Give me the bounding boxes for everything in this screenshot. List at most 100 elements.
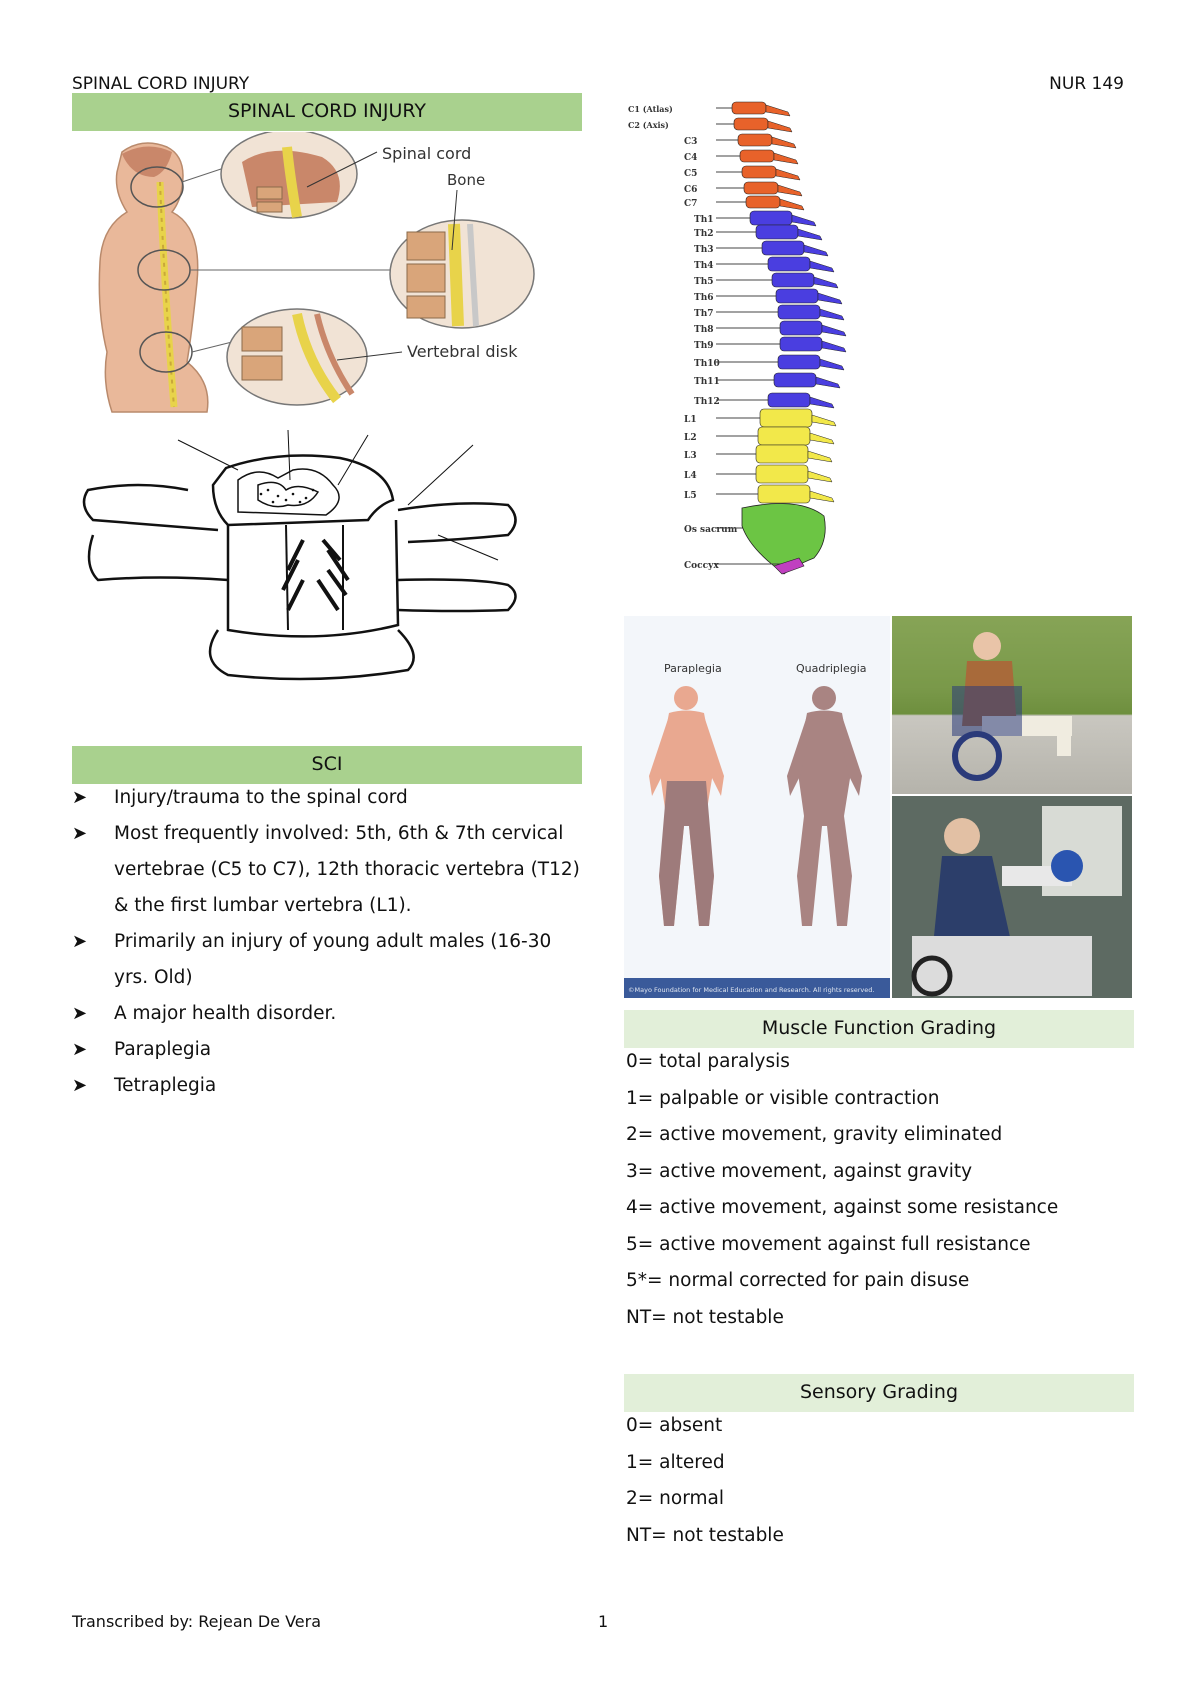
vertebra-body — [761, 240, 805, 256]
spine-label: Th6 — [694, 293, 714, 303]
spine-label: C4 — [684, 153, 697, 163]
label-paraplegia: Paraplegia — [664, 662, 722, 675]
sensory-grading-band: Sensory Grading — [624, 1374, 1134, 1412]
vertebra-process — [809, 490, 835, 503]
coccyx — [773, 557, 805, 575]
spine-label: Th3 — [694, 245, 714, 255]
rehabilitation-photo — [892, 796, 1132, 998]
vertebra-body — [739, 149, 775, 163]
vertebra-body — [759, 408, 813, 428]
vertebra-process — [809, 432, 835, 445]
vertebra-process — [797, 228, 823, 241]
vertebral-column-diagram: C1 (Atlas)C2 (Axis)C3C4C5C6C7Th1Th2Th3Th… — [628, 101, 847, 575]
vertebra-body — [767, 392, 811, 408]
vertebra-body — [757, 426, 811, 446]
arrow-bullet-icon: ➤ — [72, 823, 88, 844]
vertebra-body — [767, 256, 811, 272]
vertebra-body — [741, 165, 777, 179]
vertebra-process — [815, 376, 841, 389]
list-item: 0= absent — [626, 1415, 723, 1436]
arrow-bullet-icon: ➤ — [72, 931, 88, 952]
list-item: ➤A major health disorder. — [72, 996, 582, 1032]
list-item: 1= palpable or visible contraction — [626, 1087, 940, 1109]
label-vertebral-disk: Vertebral disk — [407, 342, 518, 361]
vertebra-process — [821, 340, 847, 353]
arrow-bullet-icon: ➤ — [72, 1075, 88, 1096]
label-spinal-cord: Spinal cord — [382, 144, 471, 163]
wheelchair-photo — [892, 616, 1132, 794]
spine-label: Th7 — [694, 309, 714, 319]
sacrum — [741, 503, 826, 575]
paralysis-figure-panel: Paraplegia Quadriplegia ©Mayo Foundation… — [624, 616, 890, 998]
vertebra-process — [771, 136, 797, 149]
vertebra-body — [779, 336, 823, 352]
vertebra-process — [821, 324, 847, 337]
spine-label: Th1 — [694, 215, 714, 225]
vertebra-process — [819, 358, 845, 371]
list-item: 3= active movement, against gravity — [626, 1160, 973, 1182]
spine-label: Th2 — [694, 229, 714, 239]
spine-label: Th10 — [694, 359, 720, 369]
spine-label: L3 — [684, 451, 697, 461]
list-item: ➤Tetraplegia — [72, 1068, 582, 1104]
spine-label: Th4 — [694, 261, 714, 271]
spine-label: L5 — [684, 491, 697, 501]
spine-label: Os sacrum — [684, 525, 738, 535]
arrow-bullet-icon: ➤ — [72, 1003, 88, 1024]
vertebra-process — [779, 198, 805, 211]
list-item: 5*= normal corrected for pain disuse — [626, 1270, 970, 1291]
quadriplegia-body-figure — [787, 686, 862, 926]
vertebra-process — [765, 104, 791, 117]
vertebra-body — [733, 117, 769, 131]
spinal-cord-anatomy-illustration: Spinal cord Bone Vertebral disk — [98, 132, 535, 413]
vertebra-process — [791, 214, 817, 227]
spine-label: C7 — [684, 199, 697, 209]
main-title-band: SPINAL CORD INJURY — [72, 93, 582, 131]
vertebra-body — [775, 288, 819, 304]
list-item: ➤Paraplegia — [72, 1032, 582, 1068]
spine-label: Th11 — [694, 377, 720, 387]
spine-label: L1 — [684, 415, 697, 425]
vertebra-process — [809, 260, 835, 273]
spine-label: C2 (Axis) — [628, 120, 669, 130]
list-item: ➤Most frequently involved: 5th, 6th & 7t… — [72, 816, 582, 924]
list-item: ➤Injury/trauma to the spinal cord — [72, 780, 582, 816]
paraplegia-body-figure — [649, 686, 724, 926]
arrow-bullet-icon: ➤ — [72, 1039, 88, 1060]
spine-label: Th5 — [694, 277, 714, 287]
copyright-text: ©Mayo Foundation for Medical Education a… — [628, 986, 874, 994]
vertebra-body — [755, 224, 799, 240]
vertebra-body — [749, 210, 793, 226]
list-item: 4= active movement, against some resista… — [626, 1197, 1059, 1218]
vertebra-process — [817, 292, 843, 305]
spine-label: C6 — [684, 185, 697, 195]
vertebra-process — [807, 450, 833, 463]
vertebra-body — [745, 195, 781, 209]
vertebra-process — [807, 470, 833, 483]
page-number: 1 — [598, 1612, 609, 1631]
list-item: 1= altered — [626, 1451, 725, 1473]
vertebra-body — [773, 372, 817, 388]
vertebra-process — [775, 168, 801, 181]
list-item: ➤Primarily an injury of young adult male… — [72, 924, 582, 996]
spine-label: Th12 — [694, 397, 720, 407]
muscle-grading-band: Muscle Function Grading — [624, 1010, 1134, 1048]
vertebra-body — [731, 101, 767, 115]
spine-label: L2 — [684, 433, 697, 443]
spine-label: C3 — [684, 137, 697, 147]
list-item: 0= total paralysis — [626, 1051, 790, 1072]
vertebra-body — [757, 484, 811, 504]
spine-label: Th8 — [694, 325, 714, 335]
sci-bullet-list: ➤Injury/trauma to the spinal cord ➤Most … — [72, 780, 582, 1104]
list-item: 5= active movement against full resistan… — [626, 1233, 1031, 1255]
label-bone: Bone — [447, 171, 485, 189]
list-item: NT= not testable — [626, 1306, 784, 1328]
vertebra-process — [773, 152, 799, 165]
sensory-grading-list: 0= absent 1= altered 2= normal NT= not t… — [626, 1408, 1146, 1554]
spine-label: C1 (Atlas) — [628, 104, 673, 114]
vertebra-process — [809, 396, 835, 409]
header-right: NUR 149 — [1049, 74, 1124, 94]
sci-title-band: SCI — [72, 746, 582, 784]
list-item: 2= active movement, gravity eliminated — [626, 1124, 1003, 1145]
vertebra-body — [777, 304, 821, 320]
